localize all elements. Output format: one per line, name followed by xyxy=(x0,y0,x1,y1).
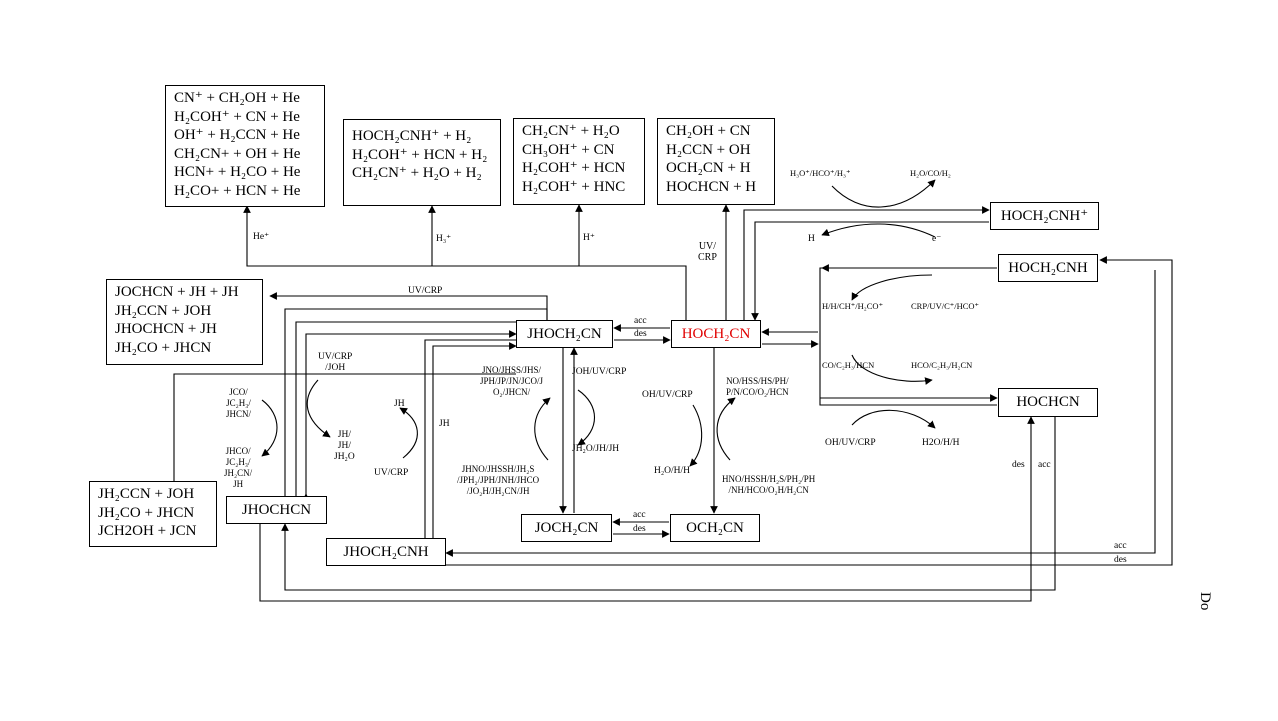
he-plus-label: He⁺ xyxy=(253,232,270,242)
hochcn-box: HOCHCN xyxy=(998,388,1098,417)
jhoch2cnh-label: JHOCH₂CNH xyxy=(343,543,429,560)
h2o-h-h-mid-label: H₂O/H/H xyxy=(654,466,691,476)
hoch2cnh-plus-label: HOCH₂CNH⁺ xyxy=(1000,207,1089,224)
grain-jhochcn-product-2: JH₂CO + JHCN xyxy=(98,504,195,521)
no-group-label: NO/HSS/HS/PH/ P/N/CO/O₂/HCN xyxy=(726,376,789,397)
hoch2cnh-box: HOCH₂CNH xyxy=(998,254,1098,282)
crp-uv-c-hco-label: CRP/UV/C⁺/HCO⁺ xyxy=(911,301,980,311)
hplus-product-3: H₂COH⁺ + HCN xyxy=(522,160,626,176)
jhoch2cn-box: JHOCH₂CN xyxy=(516,320,613,348)
uv-products-box: CH₂OH + CN H₂CCN + OH OCH₂CN + H HOCHCN … xyxy=(657,118,775,205)
h2o-h-h-right-label: H2O/H/H xyxy=(922,438,960,448)
uv-crp-joh-label: UV/CRP /JOH xyxy=(318,352,353,373)
h2o-co-h2-label: H₂O/CO/H₂ xyxy=(910,168,951,178)
uv-product-1: CH₂OH + CN xyxy=(666,123,751,139)
des-label-mid: des xyxy=(633,524,646,534)
uv-crp-label: UV/ CRP xyxy=(698,241,717,263)
joch2cn-box: JOCH₂CN xyxy=(521,514,612,542)
side-text: Do xyxy=(1197,592,1213,611)
grain-uv-product-2: JH₂CCN + JOH xyxy=(115,302,212,319)
uv-product-3: OCH₂CN + H xyxy=(666,160,751,176)
jhochcn-label: JHOCHCN xyxy=(241,501,312,518)
e-minus-label: e⁻ xyxy=(932,234,942,244)
jh-jh-jh2o-label: JH/ JH/ JH₂O xyxy=(334,430,355,462)
he-product-6: H₂CO+ + HCN + He xyxy=(174,182,301,199)
hplus-products-box: CH₂CN⁺ + H₂O CH₃OH⁺ + CN H₂COH⁺ + HCN H₂… xyxy=(513,118,645,205)
grain-uv-product-4: JH₂CO + JHCN xyxy=(115,339,212,356)
och2cn-label: OCH₂CN xyxy=(686,519,744,536)
wire-he-branch xyxy=(243,205,687,320)
co-c2h3-hcn-label: CO/C₂H₃/HCN xyxy=(822,360,875,370)
acc-label-bottom: acc xyxy=(1114,541,1127,551)
hplus-product-4: H₂COH⁺ + HNC xyxy=(522,178,626,195)
uv-crp-top-label: UV/CRP xyxy=(408,286,443,296)
h3-plus-label: H₃⁺ xyxy=(436,234,452,244)
hoch2cnh-plus-box: HOCH₂CNH⁺ xyxy=(990,202,1099,230)
grain-jhochcn-product-1: JH₂CCN + JOH xyxy=(98,486,195,502)
hoch2cnh-label: HOCH₂CNH xyxy=(1008,259,1088,276)
grain-jhochcn-products-box: JH₂CCN + JOH JH₂CO + JHCN JCH2OH + JCN xyxy=(89,481,217,547)
he-product-4: CH₂CN+ + OH + He xyxy=(174,145,301,162)
hno-group-label: HNO/HSSH/H₂S/PH₂/PH /NH/HCO/O₂H/H₂CN xyxy=(722,474,816,495)
h-ch-h2co-label: H/H/CH⁺/H₂CO⁺ xyxy=(822,301,884,311)
oh-uv-crp-right-label: OH/UV/CRP xyxy=(825,438,876,448)
he-product-2: H₂COH⁺ + CN + He xyxy=(174,108,300,125)
hplus-product-2: CH₃OH⁺ + CN xyxy=(522,141,615,158)
uv-crp-small-label: UV/CRP xyxy=(374,468,409,478)
jhno-group-label: JHNO/JHSSH/JH₂S /JPH₂/JPH/JNH/JHCO /JO₂H… xyxy=(457,464,540,496)
h3-products-box: HOCH₂CNH⁺ + H₂ H₂COH⁺ + HCN + H₂ CH₂CN⁺ … xyxy=(343,119,501,206)
joh-uv-crp-label: JOH/UV/CRP xyxy=(572,367,627,377)
he-products-box: CN⁺ + CH₂OH + He H₂COH⁺ + CN + He OH⁺ + … xyxy=(165,85,325,207)
jhoch2cnh-box: JHOCH₂CNH xyxy=(326,538,446,566)
he-product-5: HCN+ + H₂CO + He xyxy=(174,164,301,180)
jhoch2cn-label: JHOCH₂CN xyxy=(527,325,602,342)
des-label-right: des xyxy=(1012,460,1025,470)
acc-label-mid: acc xyxy=(633,510,646,520)
h3o-hco-h3-label: H₃O⁺/HCO⁺/H₃⁺ xyxy=(790,168,851,178)
jno-group-label: JNO/JHSS/JHS/ JPH/JP/JN/JCO/J O₂/JHCN/ xyxy=(480,365,544,397)
grain-uv-product-1: JOCHCN + JH + JH xyxy=(115,284,239,300)
hoch2cn-box: HOCH₂CN xyxy=(671,320,761,348)
jh2o-jh-jh-label: JH₂O/JH/JH xyxy=(572,444,620,454)
joch2cn-label: JOCH₂CN xyxy=(534,519,599,536)
jh-small-label: JH xyxy=(394,399,405,409)
h3-product-1: HOCH₂CNH⁺ + H₂ xyxy=(352,128,472,144)
acc-label-top: acc xyxy=(634,316,647,326)
he-product-1: CN⁺ + CH₂OH + He xyxy=(174,90,300,106)
uv-product-4: HOCHCN + H xyxy=(666,178,757,195)
grain-uv-product-3: JHOCHCN + JH xyxy=(115,321,217,337)
hplus-product-1: CH₂CN⁺ + H₂O xyxy=(522,123,620,139)
des-label-bottom: des xyxy=(1114,555,1127,565)
jco-group-label: JCO/ JC₂H₃/ JHCN/ xyxy=(226,387,252,419)
jhochcn-box: JHOCHCN xyxy=(226,496,327,524)
h3-product-3: CH₂CN⁺ + H₂O + H₂ xyxy=(352,165,482,181)
oh-uv-crp-mid-label: OH/UV/CRP xyxy=(642,390,693,400)
des-label-top: des xyxy=(634,329,647,339)
och2cn-box: OCH₂CN xyxy=(670,514,760,542)
acc-label-right: acc xyxy=(1038,460,1051,470)
h-plus-label: H⁺ xyxy=(583,233,595,243)
h-label: H xyxy=(808,234,815,244)
hochcn-label: HOCHCN xyxy=(1016,394,1080,411)
hco-c2h3-h2cn-label: HCO/C₂H₃/H₂CN xyxy=(911,360,973,370)
he-product-3: OH⁺ + H₂CCN + He xyxy=(174,127,300,143)
jh-vert-label: JH xyxy=(439,419,450,429)
grain-uv-products-box: JOCHCN + JH + JH JH₂CCN + JOH JHOCHCN + … xyxy=(106,279,263,365)
jhco-group-label: JHCO/ JC₂H₃/ JH₂CN/ JH xyxy=(224,446,253,489)
hoch2cn-label: HOCH₂CN xyxy=(681,325,751,342)
h3-product-2: H₂COH⁺ + HCN + H₂ xyxy=(352,146,488,163)
grain-jhochcn-product-3: JCH2OH + JCN xyxy=(98,523,197,539)
uv-product-2: H₂CCN + OH xyxy=(666,141,751,158)
